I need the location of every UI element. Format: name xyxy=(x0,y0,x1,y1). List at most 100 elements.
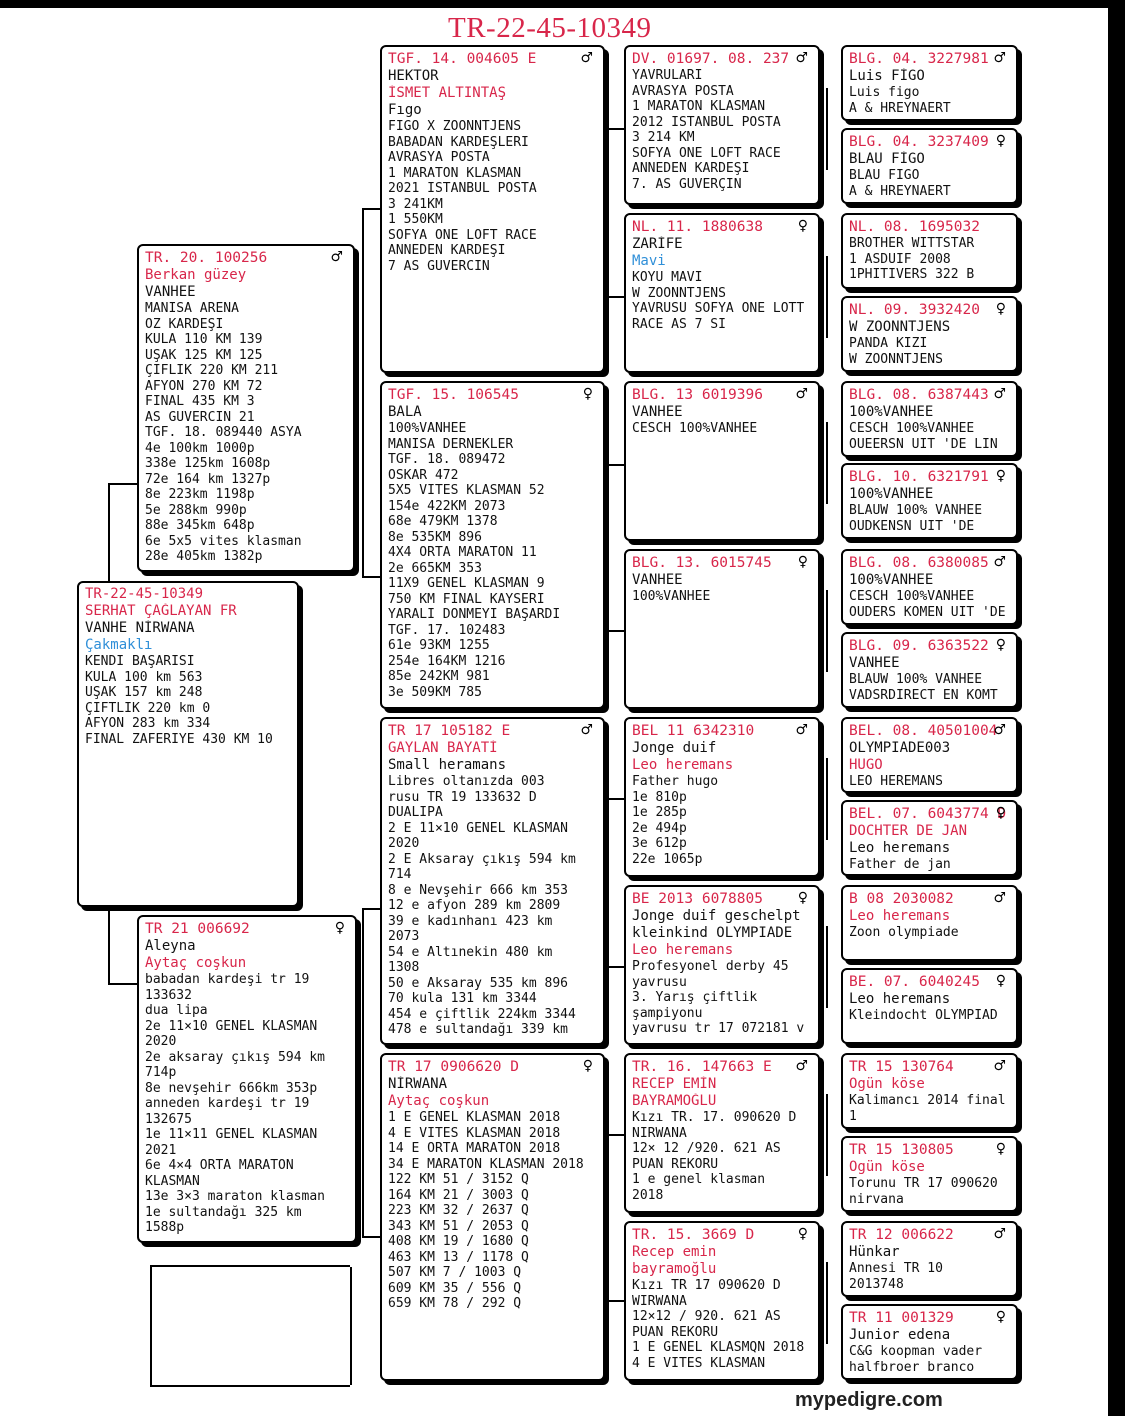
card-line: 22e 1065p xyxy=(632,851,703,867)
connector xyxy=(606,296,624,298)
ring-number: NL. 11. 1880638 xyxy=(632,219,763,235)
card-line: 8e 223km 1198p xyxy=(145,487,255,502)
connector xyxy=(606,128,608,298)
card-line: OUEERSN UIT 'DE LIN xyxy=(849,436,998,452)
ring-number: BLG. 10. 6321791 xyxy=(849,469,989,485)
card-line: 2 E Aksaray çıkış 594 km xyxy=(388,851,576,867)
sex-symbol: ♀ xyxy=(995,1141,1006,1157)
card-line: 154e 422KM 2073 xyxy=(388,498,506,514)
card-line: YARALI DÖNMEYİ BAŞARDI xyxy=(388,607,561,622)
card-line: VANHEE xyxy=(632,572,683,588)
card-line: 1308 xyxy=(388,960,420,975)
card-line: dua lipa xyxy=(145,1003,208,1018)
card-line: 3 241KM xyxy=(388,196,443,212)
sex-symbol: ♀ xyxy=(334,920,345,936)
watermark: mypedigre.com xyxy=(795,1389,943,1411)
ring-number: BLG. 13. 6015745 xyxy=(632,555,772,571)
card-line: DUALİPA xyxy=(388,805,443,820)
card-line: 100%VANHEE xyxy=(849,486,934,502)
sex-symbol: ♂ xyxy=(993,1226,1006,1242)
card-line: BLAUW 100% VANHEE xyxy=(849,503,983,518)
ring-number: TGF. 14. 004605 E xyxy=(388,51,537,67)
card-line: ANNEDEN KARDEŞİ xyxy=(632,161,750,176)
card-line: VANHEE xyxy=(632,404,683,420)
card-line: 343 KM 51 / 2053 Q xyxy=(388,1218,529,1234)
card-line: 1 550KM xyxy=(388,212,443,227)
ring-number: BLG. 08. 6380085 xyxy=(849,555,989,571)
card-line: halfbroer branco xyxy=(849,1359,975,1375)
card-line: 2e 494p xyxy=(632,820,687,836)
card-line: 1e 11×11 GENEL KLASMAN xyxy=(145,1127,318,1142)
ring-number: BEL 11 6342310 xyxy=(632,723,755,739)
card-line: Father de jan xyxy=(849,857,951,872)
sex-symbol: ♀ xyxy=(582,386,593,402)
ring-number: NL. 09. 3932420 xyxy=(849,302,980,318)
card-line: Leo heremans xyxy=(632,757,734,773)
card-line: kleinkind OLYMPIADE xyxy=(632,925,793,941)
card-line: ÇİFLİK 220 KM 211 xyxy=(145,363,279,378)
card-line: 2073 xyxy=(388,929,420,944)
card-line: Kızı TR. 17. 090620 D xyxy=(632,1110,797,1125)
card-line: şampiyonu xyxy=(632,1005,703,1021)
card-line: KLASMAN xyxy=(145,1173,200,1189)
card-line: UŞAK 125 KM 125 xyxy=(145,347,263,363)
card-line: 12×12 / 920. 621 AS xyxy=(632,1309,781,1324)
card-line: BAYRAMOĞLU xyxy=(632,1093,717,1109)
ring-number: TR 21 006692 xyxy=(145,921,250,937)
card-line: 1588p xyxy=(145,1220,185,1235)
card-line: 34 E MARATON KLASMAN 2018 xyxy=(388,1156,584,1172)
card-line: 1PHITIVERS 322 B xyxy=(849,267,975,282)
card-line: 5e 288km 990p xyxy=(145,502,247,518)
connector xyxy=(362,576,380,578)
card-line: AVRASYA POSTA xyxy=(632,83,734,99)
card-line: 254e 164KM 1216 xyxy=(388,653,506,669)
connector xyxy=(606,798,624,800)
sex-symbol: ♀ xyxy=(995,133,1006,149)
card-line: KULA 110 KM 139 xyxy=(145,332,263,347)
connector xyxy=(108,483,138,485)
card-line: 2 E 11×10 GENEL KLASMAN xyxy=(388,820,569,836)
card-line: AFYON 270 KM 72 xyxy=(145,378,263,394)
card-line: 100%VANHEE xyxy=(849,572,934,588)
card-line: CESCH 100%VANHEE xyxy=(849,589,975,604)
card-line: anneden kardeşi tr 19 xyxy=(145,1096,310,1111)
card-line: 88e 345km 648p xyxy=(145,518,255,533)
card-line: WİRWANA xyxy=(632,1293,687,1309)
card-line: 133632 xyxy=(145,987,192,1003)
card-line: 1 ASDUIF 2008 xyxy=(849,251,951,267)
sex-symbol: ♂ xyxy=(993,890,1006,906)
card-line: 50 e Aksaray 535 km 896 xyxy=(388,975,569,991)
card-line: Zoon olympiade xyxy=(849,925,959,940)
card-line: 2020 xyxy=(145,1034,177,1049)
card-line: Kleindocht OLYMPIAD xyxy=(849,1008,998,1023)
card-line: A & HREYNAERT xyxy=(849,100,951,116)
card-line: yavrusu tr 17 072181 v xyxy=(632,1021,805,1036)
card-line: 6e 4×4 ORTA MARATON xyxy=(145,1158,294,1173)
card-line: 4 E VİTES KLASMAN 2018 xyxy=(388,1125,561,1141)
card-line: babadan kardeşi tr 19 xyxy=(145,972,310,987)
card-line: OUDERS KOMEN UIT 'DE xyxy=(849,604,1006,620)
card-line: W ZOONNTJENS xyxy=(632,285,726,301)
sex-symbol: ♂ xyxy=(795,386,808,402)
card-line: HUGO xyxy=(849,757,883,773)
ring-number: TR-22-45-10349 xyxy=(85,586,204,602)
ring-number: TGF. 15. 106545 xyxy=(388,387,519,403)
card-line: ZARİFE xyxy=(632,236,683,252)
card-line: AS GÜVERCİN 21 xyxy=(145,409,255,425)
card-line: Çakmaklı xyxy=(85,637,153,653)
connector xyxy=(826,422,828,504)
card-line: YAVRUSU SOFYA ONE LOTT xyxy=(632,301,805,316)
card-line: 3e 509KM 785 xyxy=(388,684,482,700)
connector xyxy=(826,926,828,1008)
sex-symbol: ♀ xyxy=(995,973,1006,989)
card-line: OUDKENSN UIT 'DE xyxy=(849,518,975,534)
